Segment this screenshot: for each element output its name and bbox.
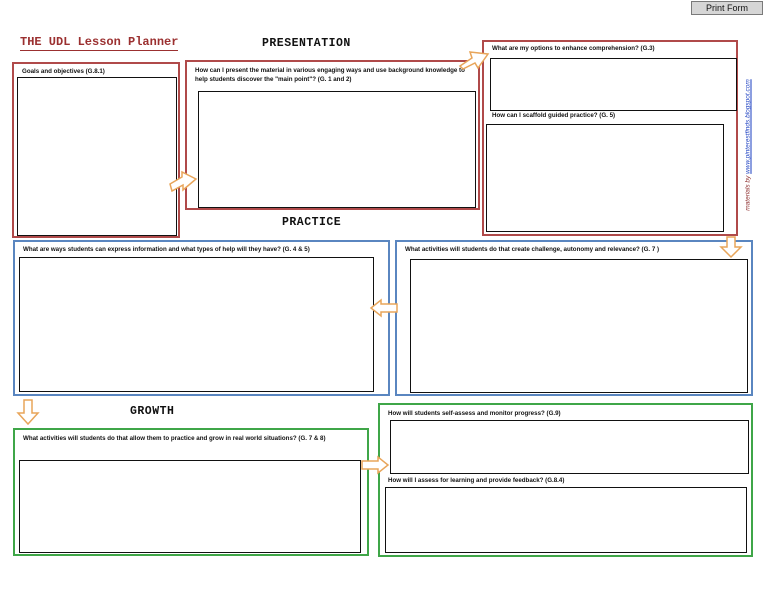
comprehension-input[interactable]: [490, 58, 737, 111]
express-panel: What are ways students can express infor…: [13, 240, 390, 396]
comprehension-panel: What are my options to enhance comprehen…: [482, 40, 738, 236]
feedback-label: How will I assess for learning and provi…: [388, 477, 565, 484]
section-heading-practice: PRACTICE: [282, 216, 342, 229]
present-input[interactable]: [198, 91, 476, 208]
selfassess-input[interactable]: [390, 420, 749, 474]
goals-input[interactable]: [17, 77, 177, 236]
realworld-panel: What activities will students do that al…: [13, 428, 369, 556]
arrow-scaffold-to-challenge-icon: [719, 236, 743, 259]
challenge-input[interactable]: [410, 259, 748, 393]
section-heading-growth: GROWTH: [130, 405, 175, 418]
arrow-present-to-comprehension-icon: [458, 51, 490, 70]
section-heading-presentation: PRESENTATION: [262, 37, 351, 50]
selfassess-label: How will students self-assess and monito…: [388, 410, 561, 417]
scaffold-label: How can I scaffold guided practice? (G. …: [492, 112, 616, 119]
present-label: How can I present the material in variou…: [195, 67, 465, 83]
express-label: What are ways students can express infor…: [23, 246, 310, 253]
credit-text: materials by: [744, 175, 752, 211]
goals-label: Goals and objectives (G.8.1): [22, 68, 105, 75]
page-title: THE UDL Lesson Planner: [20, 35, 179, 51]
challenge-label: What activities will students do that cr…: [405, 246, 660, 253]
arrow-realworld-to-assessment-icon: [361, 455, 390, 475]
credit-link[interactable]: www.pinterestfinds.blogspot.com: [744, 79, 752, 174]
credit-sidebar: materials by www.pinterestfinds.blogspot…: [737, 55, 759, 235]
feedback-input[interactable]: [385, 487, 747, 553]
arrow-goals-to-present-icon: [169, 170, 198, 193]
arrow-express-to-realworld-icon: [16, 399, 40, 426]
assessment-panel: How will students self-assess and monito…: [378, 403, 753, 557]
scaffold-input[interactable]: [486, 124, 724, 232]
present-panel: How can I present the material in variou…: [185, 60, 480, 210]
express-input[interactable]: [19, 257, 374, 392]
print-form-button[interactable]: Print Form: [691, 1, 763, 15]
realworld-input[interactable]: [19, 460, 361, 553]
realworld-label: What activities will students do that al…: [23, 435, 326, 442]
arrow-challenge-to-express-icon: [369, 298, 398, 318]
challenge-panel: What activities will students do that cr…: [395, 240, 753, 396]
goals-panel: Goals and objectives (G.8.1): [12, 62, 180, 238]
comprehension-label: What are my options to enhance comprehen…: [492, 45, 655, 52]
